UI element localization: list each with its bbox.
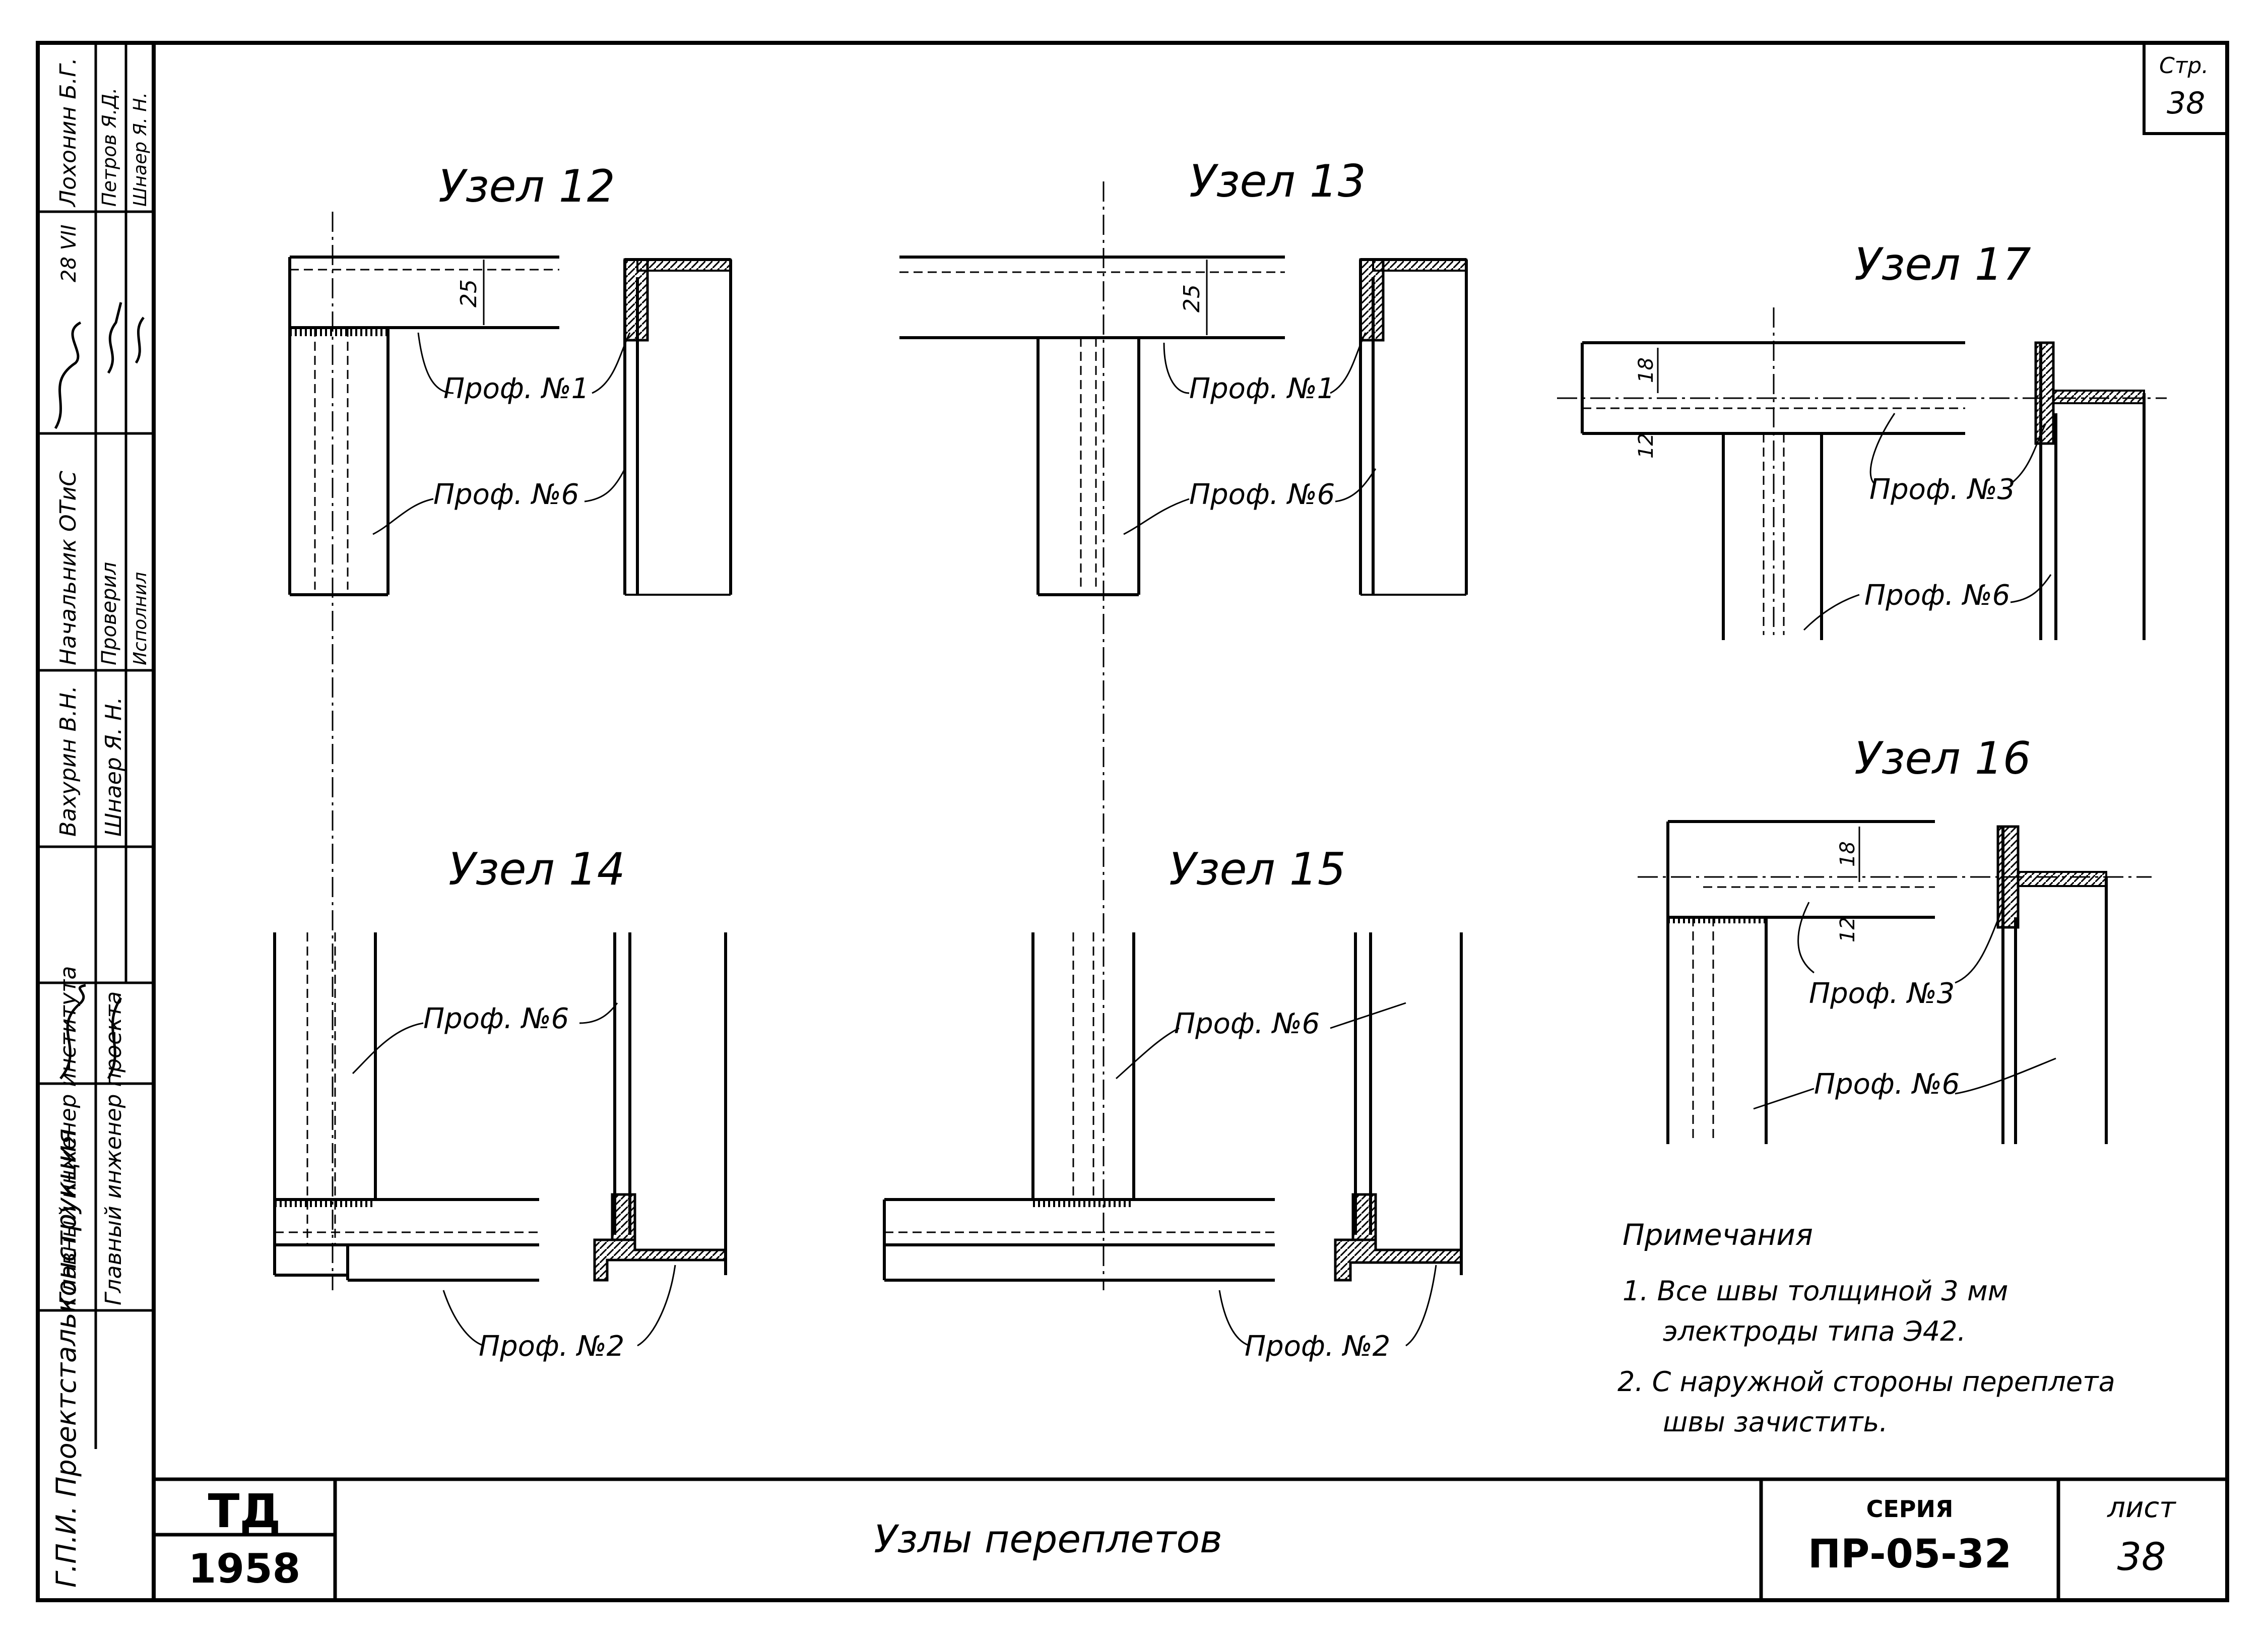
stamp-name-shnaer-2: Шнаер Я. Н. [130,92,151,207]
node-17: Узел 17 18 12 Проф. №3 Проф. №6 [1581,238,2146,640]
sheet-title: Узлы переплетов [874,1517,1222,1561]
node-14-label-profile-6: Проф. №6 [423,1002,569,1035]
node-15: Узел 15 Проф. №6 Проф. №2 [883,843,1463,1363]
notes-heading: Примечания [1623,1218,1813,1252]
node-15-label-profile-2: Проф. №2 [1245,1330,1390,1363]
node-13-title: Узел 13 [1189,155,1366,207]
title-block-year: 1958 [188,1545,301,1592]
node-17-dim-18: 18 [1635,357,1658,383]
stamp-role-checked: Проверил [98,562,121,665]
stamp-name-lokhonin: Лохонин Б.Г. [55,57,81,208]
page-number-box: Стр. 38 [2143,43,2227,135]
node-14-label-profile-2: Проф. №2 [479,1330,624,1363]
sheet-frame [36,41,2229,1602]
side-stamp: Г.П.И. Проектстальконструкция Главный ин… [38,43,154,1588]
node-17-label-profile-6: Проф. №6 [1864,579,2010,612]
node-15-profile-2-section [1351,1193,1377,1241]
node-13-dim-25: 25 [1179,284,1205,312]
series-label: СЕРИЯ [1866,1495,1954,1523]
page-number: 38 [2167,86,2205,121]
title-block-logo: ТД [208,1484,281,1538]
node-13-label-profile-1: Проф. №1 [1189,372,1335,405]
node-16-label-profile-3: Проф. №3 [1809,977,1955,1010]
node-16-dim-12: 12 [1836,917,1859,942]
node-13-label-profile-6: Проф. №6 [1189,478,1335,511]
node-12-label-profile-1: Проф. №1 [443,372,589,405]
sheet-number: 38 [2117,1534,2166,1579]
node-13-profile-1-section [1359,258,1385,342]
node-12-title: Узел 12 [438,160,615,212]
node-13: Узел 13 25 Проф. №1 Проф. №6 [899,155,1468,596]
node-16-dim-18: 18 [1836,841,1859,867]
node-12-dim-25: 25 [456,279,482,307]
notes: Примечания 1. Все швы толщиной 3 мм элек… [1617,1218,2115,1438]
stamp-name-vakhurin: Вахурин В.Н. [55,685,81,837]
node-17-label-profile-3: Проф. №3 [1869,473,2015,506]
node-12-label-profile-6: Проф. №6 [433,478,579,511]
note-2-line-1: 2. С наружной стороны переплета [1617,1366,2115,1398]
stamp-name-shnaer-1: Шнаер Я. Н. [101,697,126,837]
node-15-title: Узел 15 [1169,843,1346,895]
note-1-line-2: электроды типа Э42. [1663,1315,1966,1347]
node-17-dim-12: 12 [1635,433,1658,459]
stamp-date: 28 VII [57,224,81,282]
node-16-title: Узел 16 [1854,732,2031,784]
stamp-role-head-otis: Начальник ОТиС [55,471,81,665]
sheet-label: лист [2107,1491,2176,1524]
center-lines [332,181,2167,1290]
title-block: ТД 1958 Узлы переплетов СЕРИЯ ПР-05-32 л… [154,1477,2227,1600]
node-14-title: Узел 14 [448,843,625,895]
node-12: Узел 12 25 [288,160,732,596]
signatures [54,302,145,1080]
node-17-title: Узел 17 [1854,238,2031,290]
note-2-line-2: швы зачистить. [1663,1406,1888,1438]
series-code: ПР-05-32 [1808,1532,2012,1577]
node-16: Узел 16 18 12 Проф. №3 Проф. №6 [1666,732,2108,1144]
stamp-org: Г.П.И. Проектстальконструкция [50,1128,82,1588]
node-17-profile-3-section [2034,341,2055,445]
node-14: Узел 14 Проф. №6 Проф. №2 [273,843,727,1363]
node-14-profile-2-section [611,1193,636,1241]
node-16-label-profile-6: Проф. №6 [1814,1068,1960,1101]
stamp-name-petrov: Петров Я.Д. [98,88,120,207]
note-1-line-1: 1. Все швы толщиной 3 мм [1623,1275,2008,1307]
node-12-profile-1-section [623,258,649,342]
stamp-role-executed: Исполнил [130,572,151,665]
stamp-role-chief-institute: Главный инженер института [55,966,81,1306]
page-label: Стр. [2159,53,2209,79]
node-15-label-profile-6: Проф. №6 [1174,1008,1320,1040]
